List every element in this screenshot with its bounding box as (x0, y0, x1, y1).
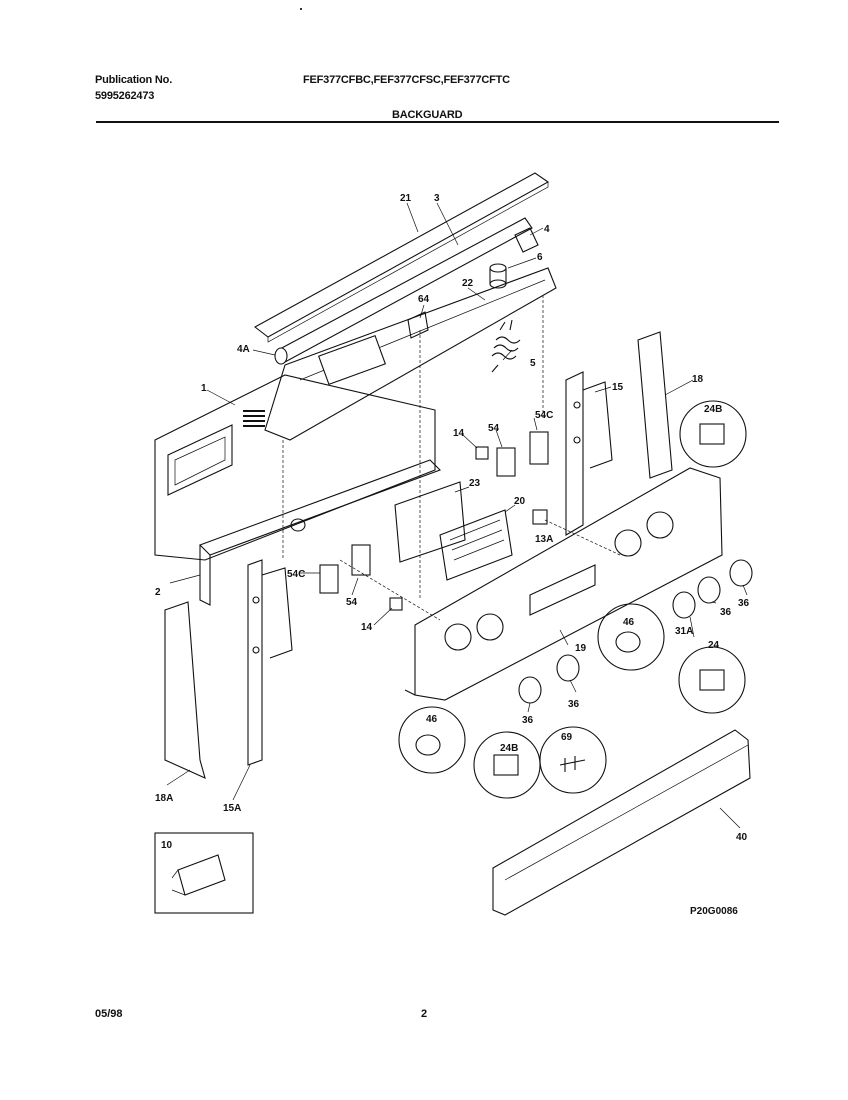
label-14-lower: 14 (361, 622, 373, 633)
label-24b-bottom: 24B (500, 743, 518, 754)
label-23: 23 (469, 478, 481, 489)
part-bracket-4 (514, 227, 539, 253)
part-side-trim-left (164, 601, 206, 779)
label-4: 4 (544, 224, 550, 235)
part-clip-64 (407, 311, 429, 339)
part-clock-assembly (394, 481, 513, 581)
label-36-a: 36 (720, 607, 732, 618)
label-36-d: 36 (522, 715, 534, 726)
label-46-right: 46 (623, 617, 635, 628)
part-frame (199, 459, 441, 606)
part-labels: 21 3 4 6 22 64 4A 5 1 15 18 24B 14 54 54… (155, 193, 750, 917)
part-side-trim-right (637, 331, 673, 479)
label-4a: 4A (237, 344, 250, 355)
detail-circles (398, 400, 747, 799)
assembly-lines (282, 295, 621, 621)
label-54-upper: 54 (488, 423, 500, 434)
label-20: 20 (514, 496, 526, 507)
page-number: 2 (421, 1008, 428, 1020)
label-19: 19 (575, 643, 587, 654)
label-36-b: 36 (738, 598, 750, 609)
publication-number: 5995262473 (95, 90, 155, 102)
label-40: 40 (736, 832, 748, 843)
part-fluorescent-tube (274, 217, 533, 365)
part-end-bracket-right (565, 371, 613, 536)
publication-label: Publication No. (95, 74, 173, 86)
label-18a: 18A (155, 793, 173, 804)
label-18: 18 (692, 374, 704, 385)
label-24: 24 (708, 640, 720, 651)
part-switches-lower (319, 544, 403, 611)
part-trim-strip (253, 172, 550, 343)
label-5: 5 (530, 358, 536, 369)
drawing-code: P20G0086 (690, 906, 738, 917)
label-13a: 13A (535, 534, 553, 545)
label-22: 22 (462, 278, 474, 289)
part-rear-panel (154, 374, 436, 561)
part-ballast-coil (491, 319, 521, 373)
label-15: 15 (612, 382, 624, 393)
label-15a: 15A (223, 803, 241, 814)
label-2: 2 (155, 587, 161, 598)
part-bottom-trim (492, 729, 751, 916)
label-10: 10 (161, 840, 173, 851)
label-54-lower: 54 (346, 597, 358, 608)
footer-date: 05/98 (95, 1008, 123, 1020)
label-69: 69 (561, 732, 573, 743)
inset-box (154, 832, 254, 914)
label-64: 64 (418, 294, 430, 305)
model-numbers: FEF377CFBC,FEF377CFSC,FEF377CFTC (303, 74, 510, 86)
part-knobs (518, 559, 753, 704)
label-54c-lower: 54C (287, 569, 305, 580)
leader-lines (166, 202, 748, 829)
part-switches-upper (475, 431, 549, 525)
speck (300, 8, 302, 10)
part-lamp-holder (489, 263, 507, 289)
label-14-upper: 14 (453, 428, 465, 439)
part-end-bracket-left (247, 559, 293, 766)
part-control-panel (404, 467, 723, 701)
label-1: 1 (201, 383, 207, 394)
label-24b-top: 24B (704, 404, 722, 415)
section-title: BACKGUARD (392, 109, 463, 121)
label-21: 21 (400, 193, 412, 204)
label-36-c: 36 (568, 699, 580, 710)
header-rule (96, 121, 779, 123)
label-46-left: 46 (426, 714, 438, 725)
label-31a: 31A (675, 626, 693, 637)
label-54c-upper: 54C (535, 410, 553, 421)
label-3: 3 (434, 193, 440, 204)
part-light-channel (243, 267, 557, 441)
label-6: 6 (537, 252, 543, 263)
